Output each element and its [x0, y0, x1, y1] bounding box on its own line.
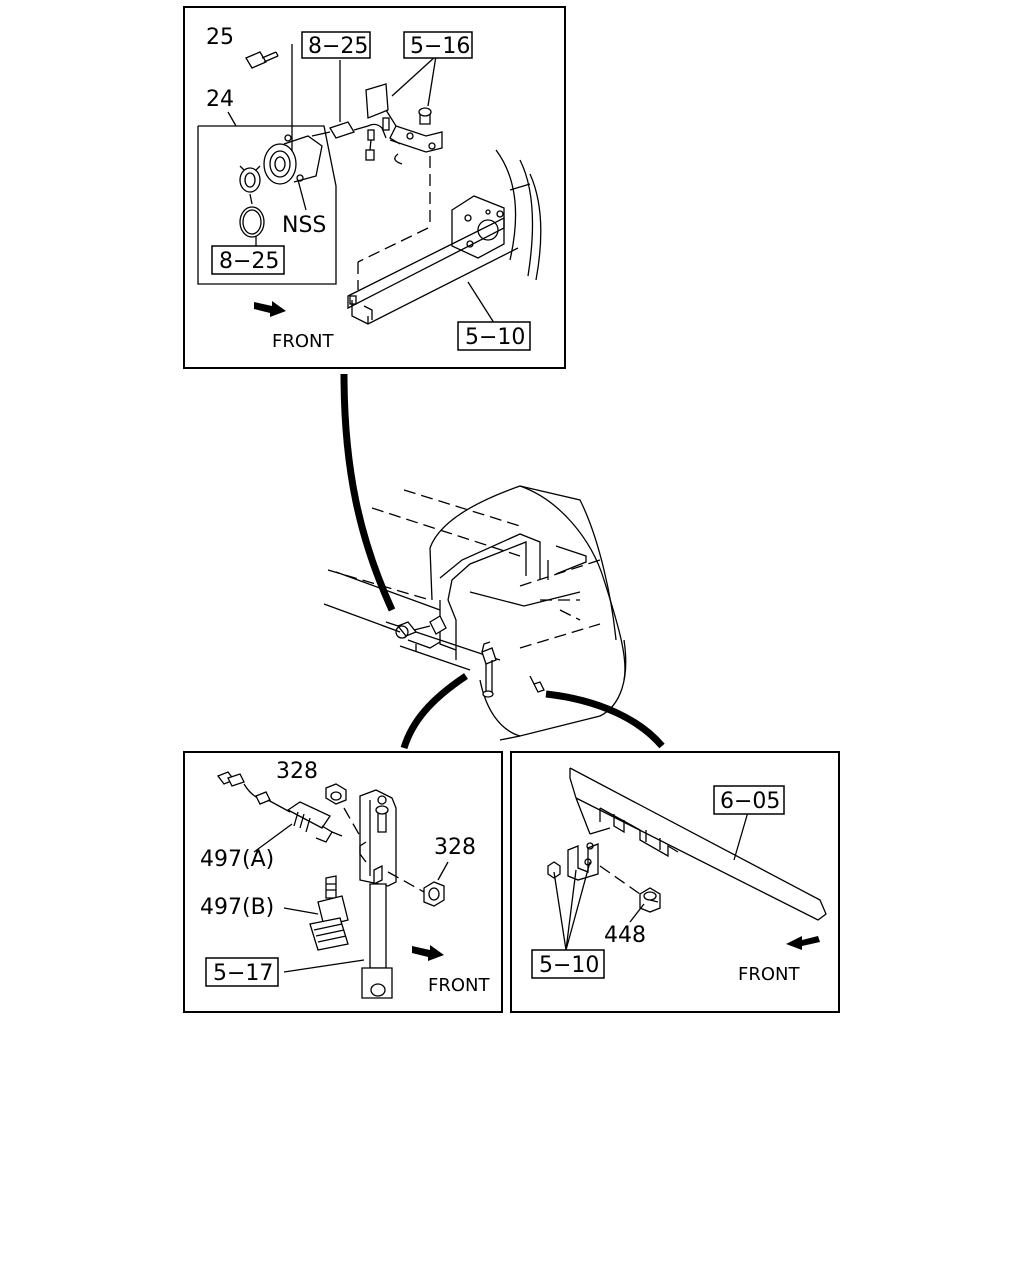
leader-6-05: [733, 811, 749, 861]
leader-5-16-b: [427, 55, 437, 107]
bottom-right-detail-panel: 6−05 448 5−10 FRONT: [510, 751, 840, 1013]
bracket-5-10-icon: [547, 842, 599, 881]
nss-leader: [297, 179, 307, 211]
guide-line-e: [387, 871, 425, 893]
leader-5-10-b: [565, 869, 577, 951]
callout-curve-top: [340, 373, 396, 612]
part-number-25: 25: [206, 25, 234, 50]
ref-8-25-b: 8−25: [219, 249, 279, 274]
guide-line-b: [357, 227, 429, 263]
part-number-328-right: 328: [434, 835, 476, 860]
bolt-448-icon: [639, 887, 661, 913]
front-arrow-icon: [412, 945, 444, 961]
nut-328-top-icon: [325, 783, 347, 805]
ref-box-5-16: [403, 31, 473, 59]
ref-box-5-10-top: [457, 321, 531, 351]
part-number-497b: 497(B): [200, 895, 274, 920]
switch-group-box: [197, 125, 337, 285]
harness-connector-icon: [311, 117, 390, 161]
leader-497b: [283, 907, 319, 915]
frame-rail-icon: [347, 149, 542, 325]
bottom-left-panel-frame: [183, 751, 503, 1013]
ref-5-16: 5−16: [410, 34, 470, 59]
bracket-5-17-icon: [359, 789, 397, 999]
ref-8-25-a: 8−25: [308, 34, 368, 59]
sensor-harness-icon: [216, 771, 343, 843]
guide-line-f: [599, 865, 641, 895]
part-number-24: 24: [206, 87, 234, 112]
leader-5-10: [467, 281, 497, 327]
ref-box-8-25-b: [211, 245, 285, 275]
neutral-safety-switch-icon: [263, 134, 323, 185]
ref-6-05: 6−05: [720, 789, 780, 814]
part-number-448: 448: [604, 923, 646, 948]
top-detail-panel: 25 24 8−25 5−16 NSS 8−25 FRONT 5−10: [183, 6, 566, 369]
front-arrow-icon: [254, 301, 286, 317]
bottom-left-detail-panel: 328 328 497(A) 497(B) 5−17 FRONT: [183, 751, 503, 1013]
sensor-497b-icon: [309, 875, 349, 951]
cab-chassis-overview: [323, 485, 627, 741]
bottom-right-panel-frame: [510, 751, 840, 1013]
bracket-5-16-icon: [365, 83, 443, 165]
ref-box-8-25-a: [301, 31, 371, 59]
ref-box-6-05: [713, 785, 785, 815]
leader-448: [629, 903, 645, 923]
ref-box-5-10-bottom: [531, 949, 605, 979]
callout-curve-bottom-left: [400, 673, 468, 750]
front-label-bottom-right: FRONT: [738, 964, 800, 985]
bumper-member-icon: [569, 767, 827, 921]
leader-5-10-a: [553, 871, 567, 951]
leader-5-16-a: [391, 55, 437, 97]
ref-5-10-top: 5−10: [465, 325, 525, 350]
callout-curve-bottom-right: [545, 690, 665, 749]
part-number-497a: 497(A): [200, 847, 274, 872]
front-arrow-icon: [786, 936, 820, 950]
top-panel-frame: [183, 6, 566, 369]
guide-line-d: [343, 807, 361, 837]
leader-5-10-c: [565, 861, 591, 951]
front-label-top: FRONT: [272, 331, 334, 352]
ref-5-10-bottom: 5−10: [539, 953, 599, 978]
ref-5-17: 5−17: [213, 961, 273, 986]
part-label-nss: NSS: [282, 213, 326, 238]
leader-497a: [253, 823, 293, 853]
ref-box-5-17: [205, 957, 279, 987]
bolt-25-icon: [245, 51, 279, 69]
leader-24: [227, 111, 237, 127]
front-label-bottom-left: FRONT: [428, 975, 490, 996]
leader-328-right: [437, 861, 449, 881]
leader-5-17: [283, 959, 365, 973]
nut-328-right-icon: [423, 881, 445, 907]
connector-cap-icon: [239, 165, 265, 238]
part-number-328-top: 328: [276, 759, 318, 784]
